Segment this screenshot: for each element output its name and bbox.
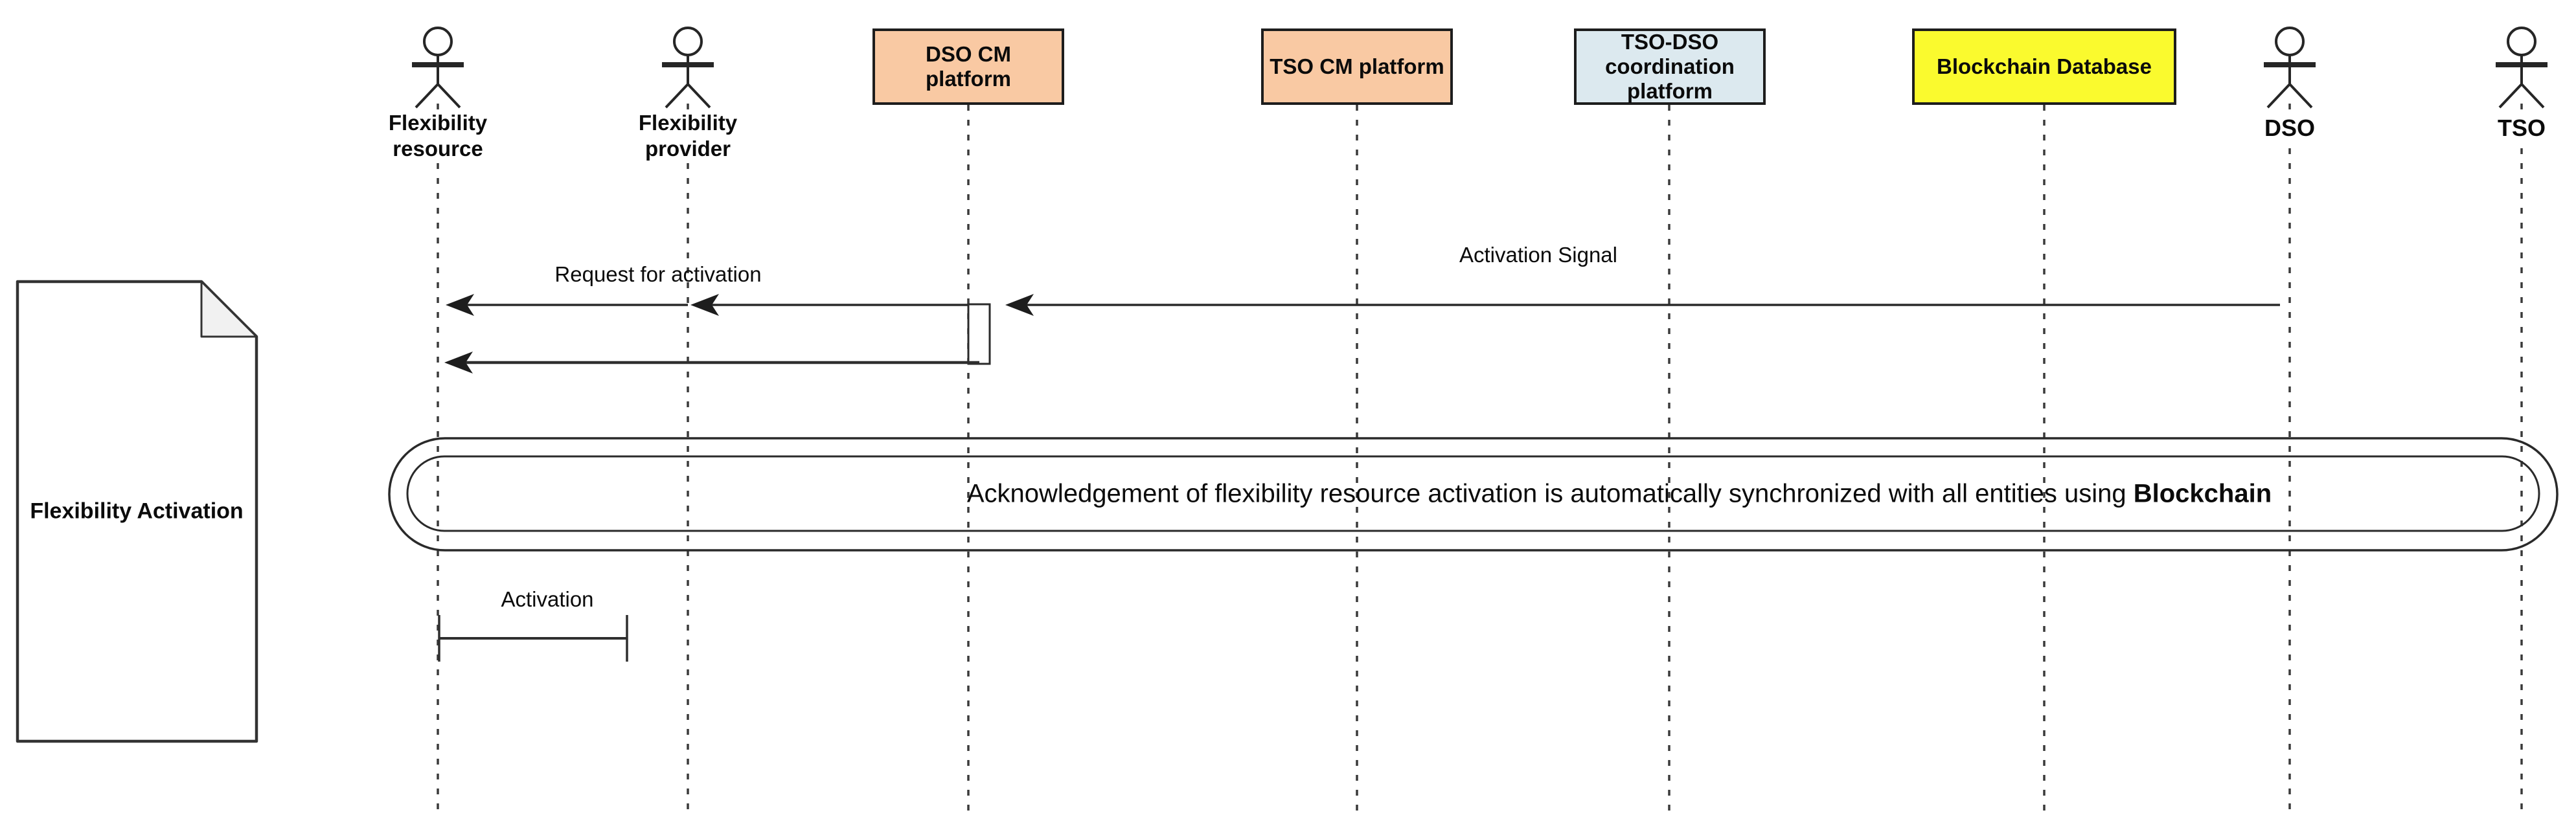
actor-label-flexibility-provider: Flexibility provider: [635, 110, 740, 162]
platform-label: TSO-DSO coordination platform: [1605, 30, 1735, 103]
sync-note-prefix: Acknowledgement of flexibility resource …: [966, 479, 2134, 508]
actor-label-dso: DSO: [2261, 115, 2318, 141]
platform-box-tso-cm: TSO CM platform: [1261, 28, 1453, 105]
message-arrow-return: [444, 352, 979, 374]
document-shape: [16, 280, 258, 743]
platform-label: TSO CM platform: [1270, 54, 1444, 78]
platform-box-dso-cm: DSO CM platform: [872, 28, 1064, 105]
actor-label-flexibility-resource: Flexibility resource: [385, 110, 490, 162]
actor-icon: [2496, 27, 2548, 109]
message-arrow-request-for-activation: [446, 294, 968, 316]
sync-frame-inner: [406, 455, 2540, 532]
document-label: Flexibility Activation: [30, 498, 244, 524]
activation-span: [438, 615, 628, 662]
actor-icon: [662, 27, 714, 109]
actor-label-tso: TSO: [2494, 115, 2549, 141]
platform-box-tso-dso-coordination: TSO-DSO coordination platform: [1574, 28, 1766, 105]
sync-note-emphasis: Blockchain: [2133, 479, 2272, 508]
actor-icon: [2264, 27, 2316, 109]
platform-label: DSO CM platform: [926, 42, 1011, 91]
actor-icon: [412, 27, 464, 109]
sync-frame-outer: [388, 437, 2559, 552]
message-label-activation: Activation: [501, 587, 594, 611]
sync-note-text: Acknowledgement of flexibility resource …: [967, 480, 2272, 509]
execution-bar: [967, 303, 991, 365]
message-label-activation-signal: Activation Signal: [1459, 243, 1617, 267]
platform-box-blockchain-database: Blockchain Database: [1912, 28, 2176, 105]
message-label-request-for-activation: Request for activation: [554, 262, 762, 286]
folded-corner-icon: [200, 280, 258, 338]
platform-label: Blockchain Database: [1937, 54, 2152, 78]
message-arrow-activation-signal: [1005, 294, 2280, 316]
